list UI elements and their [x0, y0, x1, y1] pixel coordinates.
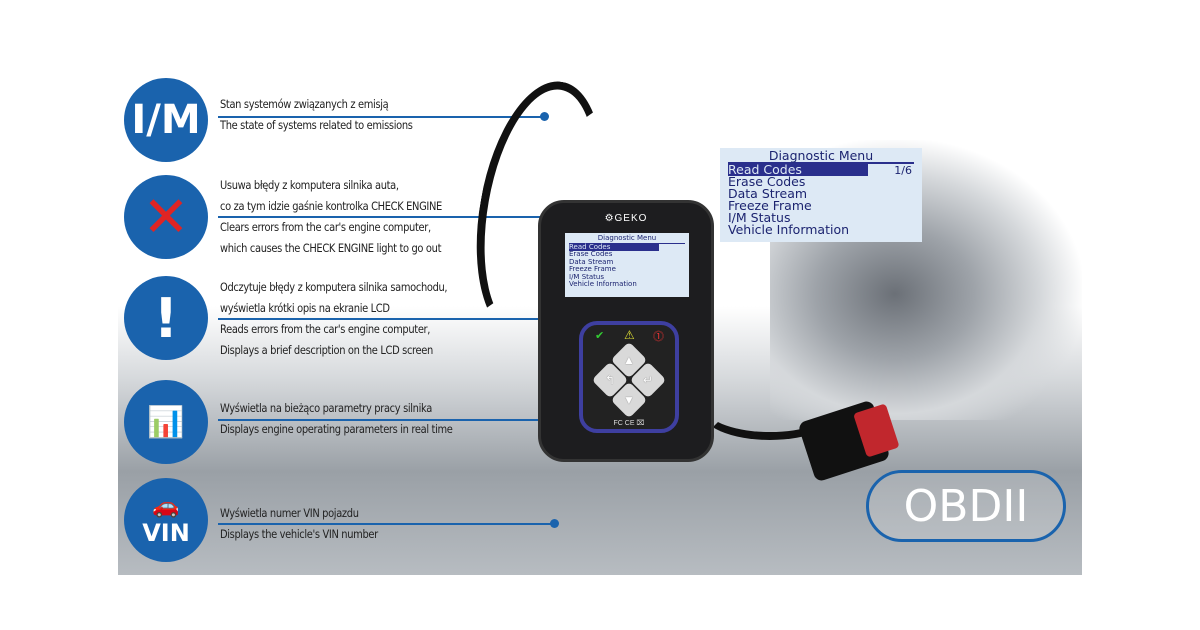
vin-car-icon: 🚗VIN [124, 478, 208, 562]
exclamation-icon: ! [124, 276, 208, 360]
feature-text-pl: Usuwa błędy z komputera silnika auta, [220, 178, 399, 192]
feature-im: Stan systemów związanych z emisją The st… [220, 94, 413, 136]
feature-text-en: Displays the vehicle's VIN number [220, 527, 378, 541]
feature-text-en: Clears errors from the car's engine comp… [220, 220, 431, 234]
obdii-badge: OBDII [866, 470, 1066, 542]
menu-item[interactable]: Erase Codes [728, 174, 806, 189]
menu-item[interactable]: Freeze Frame [728, 198, 812, 213]
feature-text-pl: Stan systemów związanych z emisją [220, 97, 389, 111]
im-icon-text: I/M [131, 97, 201, 143]
data-chart-icon: 📊 [124, 380, 208, 464]
im-icon: I/M [124, 78, 208, 162]
brand-logo: ⚙GEKO [604, 213, 648, 224]
certification-marks: FC CE ⌧ [613, 420, 645, 427]
menu-item[interactable]: Freeze Frame [569, 265, 616, 273]
cable [700, 380, 840, 440]
ok-status-icon: ✔ [595, 330, 605, 342]
feature-text-pl: wyświetla krótki opis na ekranie LCD [220, 301, 390, 315]
menu-item[interactable]: Data Stream [728, 186, 808, 201]
menu-item[interactable]: I/M Status [569, 272, 604, 281]
menu-item[interactable]: I/M Status [728, 210, 791, 225]
feature-read: Odczytuje błędy z komputera silnika samo… [220, 277, 448, 361]
diagnostic-menu-zoom: Diagnostic Menu 1/6 Read Codes Erase Cod… [720, 148, 922, 242]
feature-erase: Usuwa błędy z komputera silnika auta, co… [220, 175, 442, 259]
feature-vin: Wyświetla numer VIN pojazdu Displays the… [220, 503, 378, 545]
feature-data: Wyświetla na bieżąco parametry pracy sil… [220, 398, 453, 440]
menu-item[interactable]: Erase Codes [569, 250, 613, 258]
feature-text-pl: co za tym idzie gaśnie kontrolka CHECK E… [220, 199, 442, 213]
menu-item[interactable]: Vehicle Information [569, 280, 637, 288]
connector-line [218, 318, 544, 320]
menu-item[interactable]: Read Codes [569, 243, 659, 251]
error-status-icon: ⓵ [653, 331, 664, 343]
menu-item[interactable]: Vehicle Information [728, 222, 850, 237]
connector-dot [540, 112, 549, 121]
connector-line [218, 523, 554, 525]
erase-x-icon: ✕ [124, 175, 208, 259]
car-icon: 🚗 [152, 493, 180, 519]
menu-item[interactable]: Data Stream [569, 257, 614, 266]
feature-text-pl: Odczytuje błędy z komputera silnika samo… [220, 280, 448, 294]
feature-text-en: which causes the CHECK ENGINE light to g… [220, 241, 442, 255]
warning-status-icon: ⚠ [624, 328, 635, 342]
feature-text-pl: Wyświetla numer VIN pojazdu [220, 506, 359, 520]
connector-line [218, 419, 544, 421]
connector-line [218, 216, 544, 218]
connector-line [218, 116, 544, 118]
feature-text-pl: Wyświetla na bieżąco parametry pracy sil… [220, 401, 432, 415]
brand-name: GEKO [614, 213, 648, 224]
device-screen: Diagnostic Menu Read Codes Erase Codes D… [565, 233, 689, 297]
connector-dot [550, 519, 559, 528]
keypad: ✔ ⚠ ⓵ ▲ ↰ ↵ ▼ FC CE ⌧ [579, 321, 679, 433]
feature-text-en: Reads errors from the car's engine compu… [220, 322, 431, 336]
menu-page: 1/6 [894, 164, 912, 177]
menu-item[interactable]: Read Codes [728, 163, 868, 176]
exclamation-text: ! [153, 286, 179, 350]
vin-text: VIN [142, 518, 190, 547]
obd-scanner-device: ⚙GEKO Diagnostic Menu Read Codes Erase C… [538, 200, 714, 462]
menu-title: Diagnostic Menu [569, 234, 685, 244]
feature-text-en: The state of systems related to emission… [220, 118, 413, 132]
obdii-text: OBDII [903, 480, 1029, 532]
menu-title: Diagnostic Menu [728, 149, 914, 164]
feature-text-en: Displays engine operating parameters in … [220, 422, 453, 436]
feature-text-en: Displays a brief description on the LCD … [220, 343, 433, 357]
